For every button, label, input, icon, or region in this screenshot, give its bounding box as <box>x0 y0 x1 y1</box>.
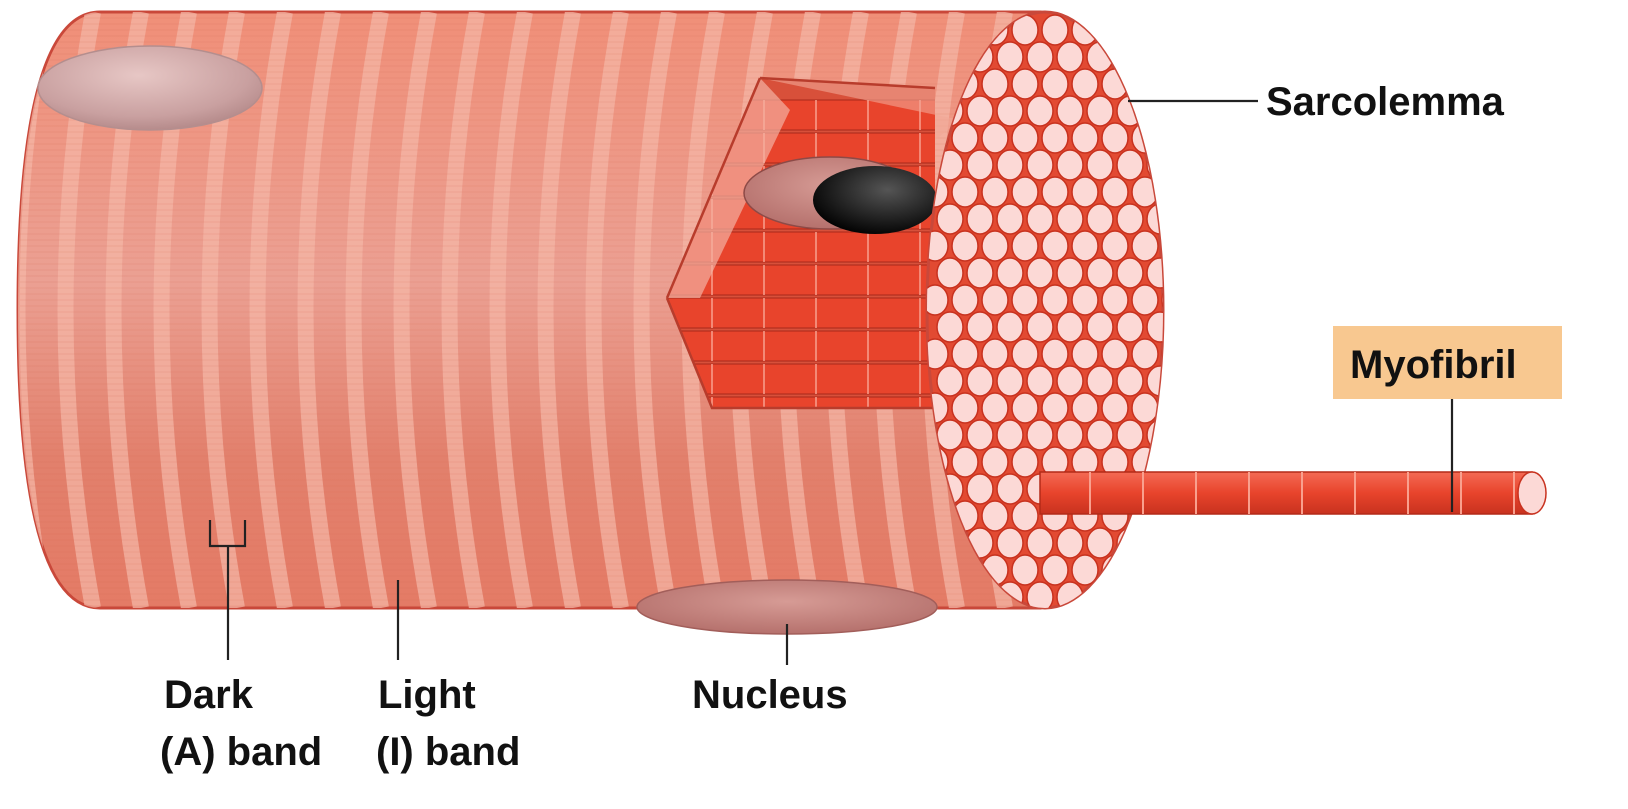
myofibril-label: Myofibril <box>1350 343 1517 387</box>
dark-band-label-line2: (A) band <box>160 730 322 774</box>
nucleus-label: Nucleus <box>692 673 848 717</box>
dark-band-label-line1: Dark <box>164 673 254 717</box>
light-band-label-line2: (I) band <box>376 730 520 774</box>
light-band-label-line1: Light <box>378 673 476 717</box>
sarcolemma-label: Sarcolemma <box>1266 80 1505 124</box>
extended-myofibril <box>1040 472 1546 514</box>
surface-nucleus-top <box>38 46 262 130</box>
